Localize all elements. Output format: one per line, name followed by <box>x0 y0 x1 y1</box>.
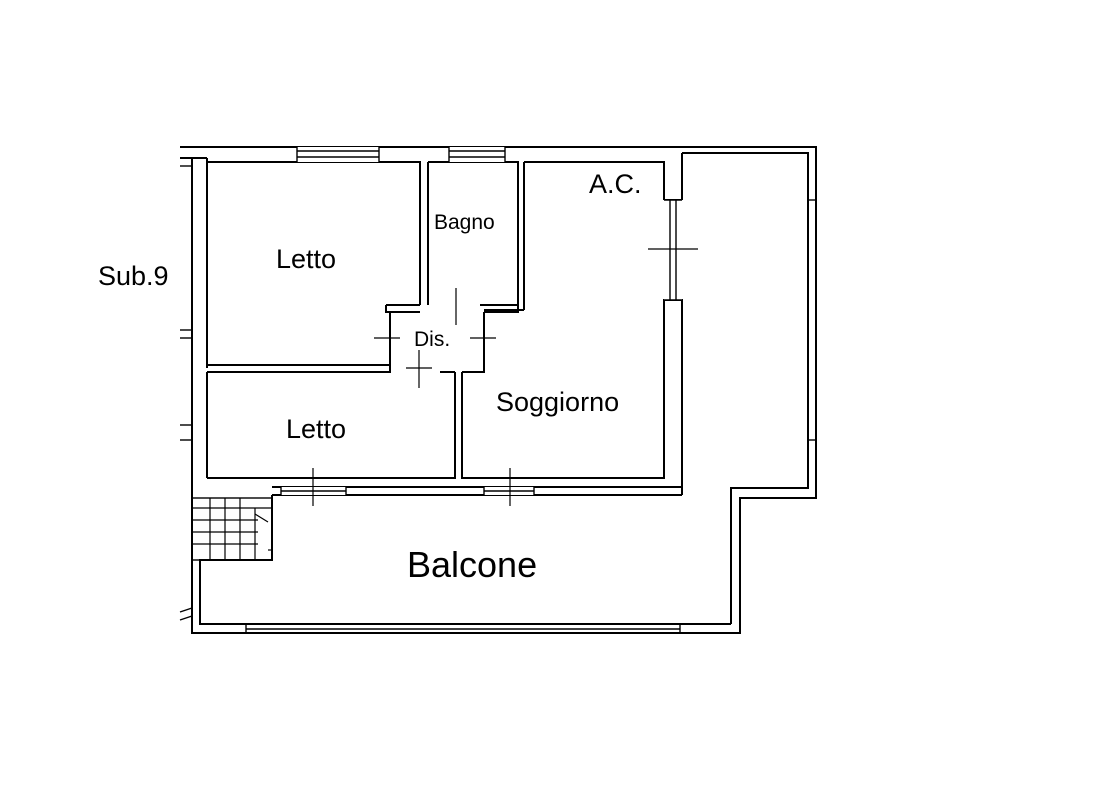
label-soggiorno: Soggiorno <box>496 387 619 417</box>
stairs <box>191 497 273 561</box>
door-marks <box>312 248 698 506</box>
label-letto-bottom: Letto <box>286 414 346 444</box>
label-ac: A.C. <box>589 169 642 199</box>
label-letto-top: Letto <box>276 244 336 274</box>
label-bagno: Bagno <box>434 211 495 234</box>
label-balcone: Balcone <box>407 544 537 585</box>
label-sub9: Sub.9 <box>98 261 169 291</box>
label-dis: Dis. <box>414 328 450 351</box>
room-labels: Sub.9 A.C. Letto Bagno Dis. Letto Soggio… <box>98 169 642 585</box>
